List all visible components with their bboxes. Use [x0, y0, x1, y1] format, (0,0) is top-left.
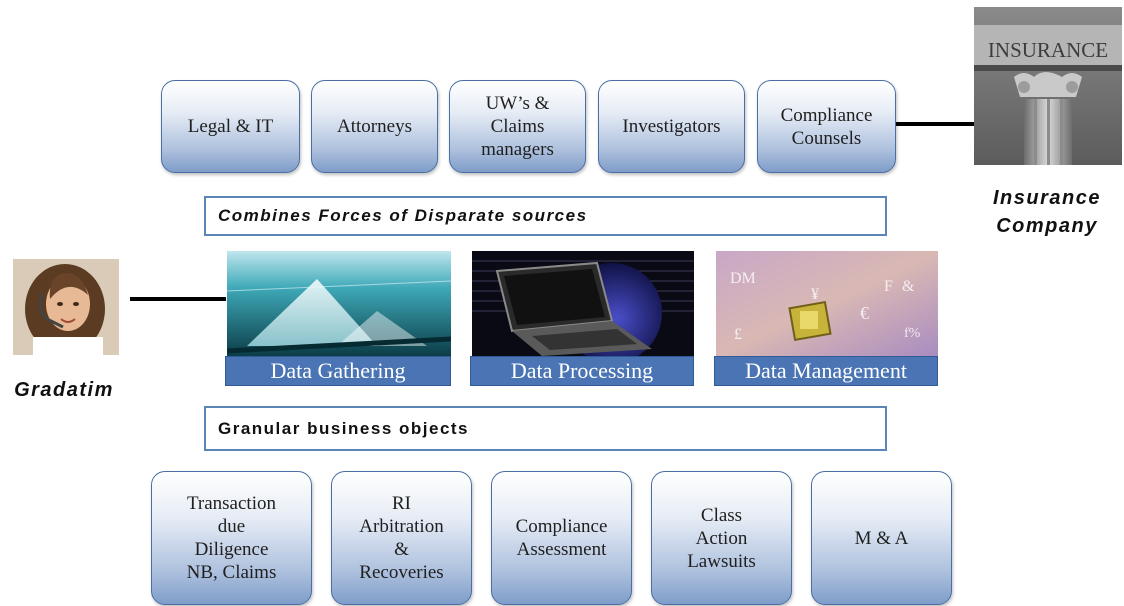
data-gathering-image — [227, 251, 451, 356]
currency-chip-image: DM ¥ F & £ € f% — [716, 251, 938, 356]
stage-label-data-gathering: Data Gathering — [225, 356, 451, 386]
banner-granular-business-objects: Granular business objects — [204, 406, 887, 451]
connector-insurance — [896, 122, 974, 126]
svg-text:F: F — [884, 278, 893, 295]
svg-text:£: £ — [734, 326, 742, 343]
svg-text:&: & — [902, 278, 915, 295]
gradatim-person-image — [13, 259, 119, 355]
laptop-image — [472, 251, 694, 356]
insurance-company-label: Insurance Company — [993, 187, 1101, 237]
box-legal-it: Legal & IT — [161, 80, 300, 173]
svg-text:¥: ¥ — [811, 286, 819, 303]
box-class-action-lawsuits: Class Action Lawsuits — [651, 471, 792, 605]
box-compliance-assessment: Compliance Assessment — [491, 471, 632, 605]
box-ri-arbitration: RI Arbitration & Recoveries — [331, 471, 472, 605]
gradatim-label: Gradatim — [14, 379, 114, 401]
banner-combines-forces: Combines Forces of Disparate sources — [204, 196, 887, 236]
insurance-sign-text: INSURANCE — [988, 38, 1108, 62]
stage-label-data-management: Data Management — [714, 356, 938, 386]
stage-label-data-processing: Data Processing — [470, 356, 694, 386]
box-attorneys: Attorneys — [311, 80, 438, 173]
svg-text:DM: DM — [730, 270, 756, 287]
box-compliance-counsels: Compliance Counsels — [757, 80, 896, 173]
box-transaction-due-diligence: Transaction due Diligence NB, Claims — [151, 471, 312, 605]
box-uw-claims-managers: UW’s & Claims managers — [449, 80, 586, 173]
connector-gradatim — [130, 297, 226, 301]
box-m-and-a: M & A — [811, 471, 952, 605]
svg-text:€: € — [860, 303, 869, 323]
box-investigators: Investigators — [598, 80, 745, 173]
svg-text:f%: f% — [904, 326, 921, 341]
insurance-building-image: INSURANCE — [974, 7, 1122, 165]
